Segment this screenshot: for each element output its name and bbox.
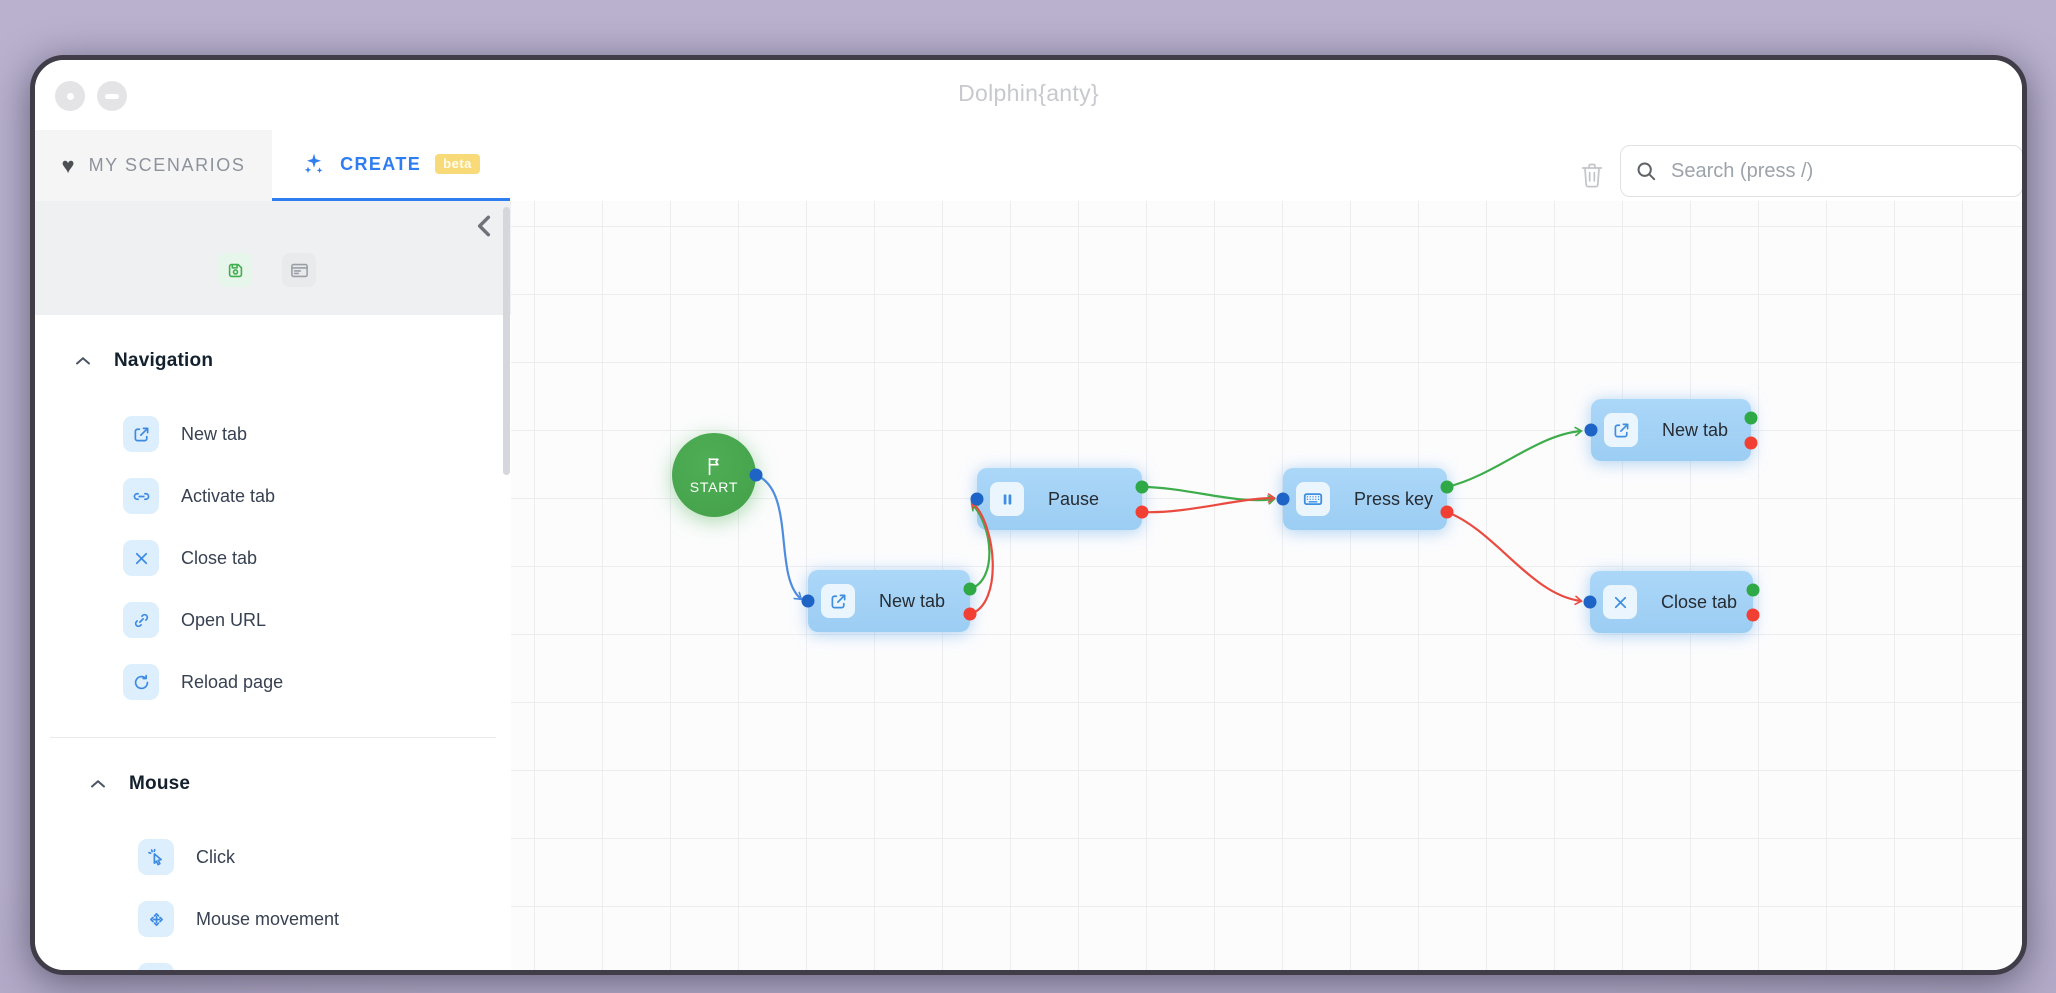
flow-edge-press-key-to-close-tab: [1446, 510, 1583, 606]
new-tab-icon: [1604, 413, 1638, 447]
window-dot-button[interactable]: [55, 81, 85, 111]
sidebar-item-label: New tab: [181, 423, 248, 444]
sidebar-item-open-url[interactable]: Open URL: [35, 589, 511, 651]
flow-node-label: Close tab: [1661, 591, 1738, 612]
title-bar: Dolphin{anty}: [35, 60, 2022, 131]
flow-node-close-tab[interactable]: Close tab: [1590, 571, 1753, 633]
new-tab-icon: [123, 416, 159, 452]
flow-node-label: Press key: [1354, 488, 1434, 509]
sidebar-item-label: Scroll: [196, 971, 241, 976]
sidebar-item-label: Mouse movement: [196, 908, 340, 929]
flow-edge-press-key-to-new-tab-2: [1446, 426, 1583, 489]
search-box: [1620, 145, 2022, 197]
flow-node-new-tab-2[interactable]: New tab: [1591, 399, 1751, 461]
start-node-label: START: [689, 478, 739, 495]
app-window: Dolphin{anty} ♥ MY SCENARIOS CREATE beta: [30, 55, 2027, 975]
activate-tab-icon: [123, 478, 159, 514]
window-minimize-button[interactable]: [97, 81, 127, 111]
sidebar-item-click[interactable]: Click: [50, 826, 496, 888]
chevron-left-icon[interactable]: [473, 213, 499, 239]
tab-create[interactable]: CREATE beta: [272, 130, 510, 201]
flag-icon: [705, 456, 723, 476]
section-heading: Mouse: [129, 773, 191, 794]
dot-icon: [66, 92, 74, 100]
tab-my-scenarios-label: MY SCENARIOS: [88, 155, 246, 175]
search-input[interactable]: [1669, 158, 2008, 184]
beta-badge: beta: [435, 154, 480, 174]
sidebar-item-label: Reload page: [181, 671, 284, 692]
close-tab-icon: [123, 540, 159, 576]
click-icon: [138, 839, 174, 875]
flow-node-pause[interactable]: Pause: [977, 468, 1142, 530]
sidebar-item-close-tab[interactable]: Close tab: [35, 527, 511, 589]
flow-edge-pause-to-press-key: [1141, 493, 1276, 514]
new-tab-icon: [821, 584, 855, 618]
flow-node-start[interactable]: START: [672, 433, 756, 517]
mouse-movement-icon: [138, 901, 174, 937]
sidebar-item-label: Close tab: [181, 547, 258, 568]
section-heading: Navigation: [114, 350, 214, 371]
tab-create-label: CREATE: [340, 153, 422, 174]
tab-my-scenarios[interactable]: ♥ MY SCENARIOS: [35, 130, 272, 201]
flow-edge-pause-to-press-key: [1141, 485, 1276, 505]
panel-header: [35, 201, 511, 315]
sidebar-item-label: Open URL: [181, 609, 267, 630]
sparkles-icon: [302, 152, 326, 176]
search-icon: [1635, 160, 1657, 182]
sidebar-item-scroll[interactable]: Scroll: [50, 950, 496, 976]
press-key-icon: [1296, 482, 1330, 516]
flow-node-new-tab-1[interactable]: New tab: [808, 570, 970, 632]
close-tab-icon: [1603, 585, 1637, 619]
sidebar-scrollbar[interactable]: [503, 207, 510, 475]
app-title: Dolphin{anty}: [958, 80, 1099, 106]
flow-node-label: Pause: [1048, 488, 1100, 509]
flow-node-label: New tab: [879, 590, 946, 611]
pause-icon: [990, 482, 1024, 516]
chevron-up-icon[interactable]: [75, 356, 91, 366]
flow-edges-layer: [749, 411, 1760, 622]
sidebar-item-new-tab[interactable]: New tab: [35, 403, 511, 465]
flow-edge-start-to-new-tab-1: [755, 473, 803, 601]
sidebar-item-label: Activate tab: [181, 485, 276, 506]
panel-icon[interactable]: [282, 253, 316, 287]
minus-icon: [105, 94, 119, 99]
sidebar-item-activate-tab[interactable]: Activate tab: [35, 465, 511, 527]
sidebar-item-reload-page[interactable]: Reload page: [35, 651, 511, 713]
chevron-up-icon[interactable]: [90, 779, 106, 789]
tab-bar: ♥ MY SCENARIOS CREATE beta: [35, 130, 2022, 201]
open-url-icon: [123, 602, 159, 638]
save-icon[interactable]: [218, 253, 252, 287]
trash-icon[interactable]: [1579, 161, 1607, 189]
heart-icon: ♥: [61, 152, 75, 178]
sidebar-item-label: Click: [196, 846, 235, 867]
scroll-icon: [138, 963, 174, 970]
sidebar-item-mouse-movement[interactable]: Mouse movement: [50, 888, 496, 950]
flow-node-label: New tab: [1662, 419, 1729, 440]
reload-page-icon: [123, 664, 159, 700]
flow-node-press-key[interactable]: Press key: [1283, 468, 1447, 530]
